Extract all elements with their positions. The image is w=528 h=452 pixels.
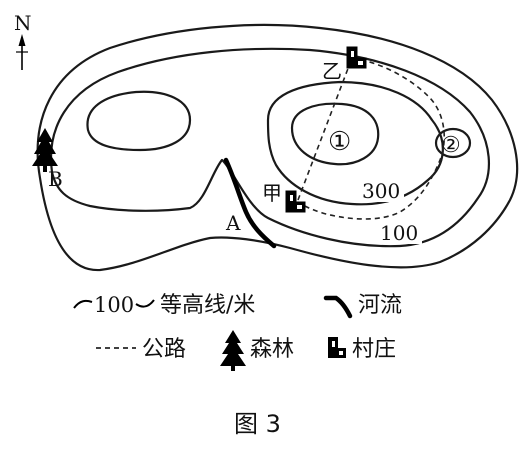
contour-300-line [266,80,444,206]
forest-icon [32,128,58,172]
legend-road-label: 公路 [142,337,186,362]
north-label: N [14,11,32,35]
contour-label-100: 100 [380,221,418,245]
place-label-yi: 乙 [322,59,342,83]
legend-village-icon [328,337,346,358]
village-yi-icon [346,46,367,69]
legend-contour-value: 100 [94,293,134,317]
contour-label-300: 300 [362,179,400,203]
peak-label-2: ② [441,133,461,158]
left-hill-contour-line [86,90,192,152]
road-loop-line [297,57,446,220]
legend-forest-label: 森林 [250,337,294,362]
legend-river-icon [323,295,353,319]
figure-caption: 图 3 [234,410,281,438]
north-arrow-icon [16,34,28,70]
peak-2-contour-line [434,127,472,159]
village-jia-icon [285,190,306,213]
road-line [297,57,353,201]
legend-contour-label: 等高线/米 [160,293,255,318]
legend-contour-tick-right-icon [135,299,155,308]
legend-river-label: 河流 [358,293,402,318]
legend-contour-tick-left-icon [73,299,93,309]
contour-100-line [49,47,490,248]
place-label-a: A [225,211,241,235]
outer-contour-line [36,23,519,272]
river-line [223,157,277,249]
place-label-jia: 甲 [262,181,282,205]
peak-label-1: ① [328,127,351,157]
peak-1-contour-line [290,102,380,166]
legend-village-label: 村庄 [352,337,396,362]
legend-forest-icon [220,330,246,371]
place-label-b: B [48,167,63,191]
